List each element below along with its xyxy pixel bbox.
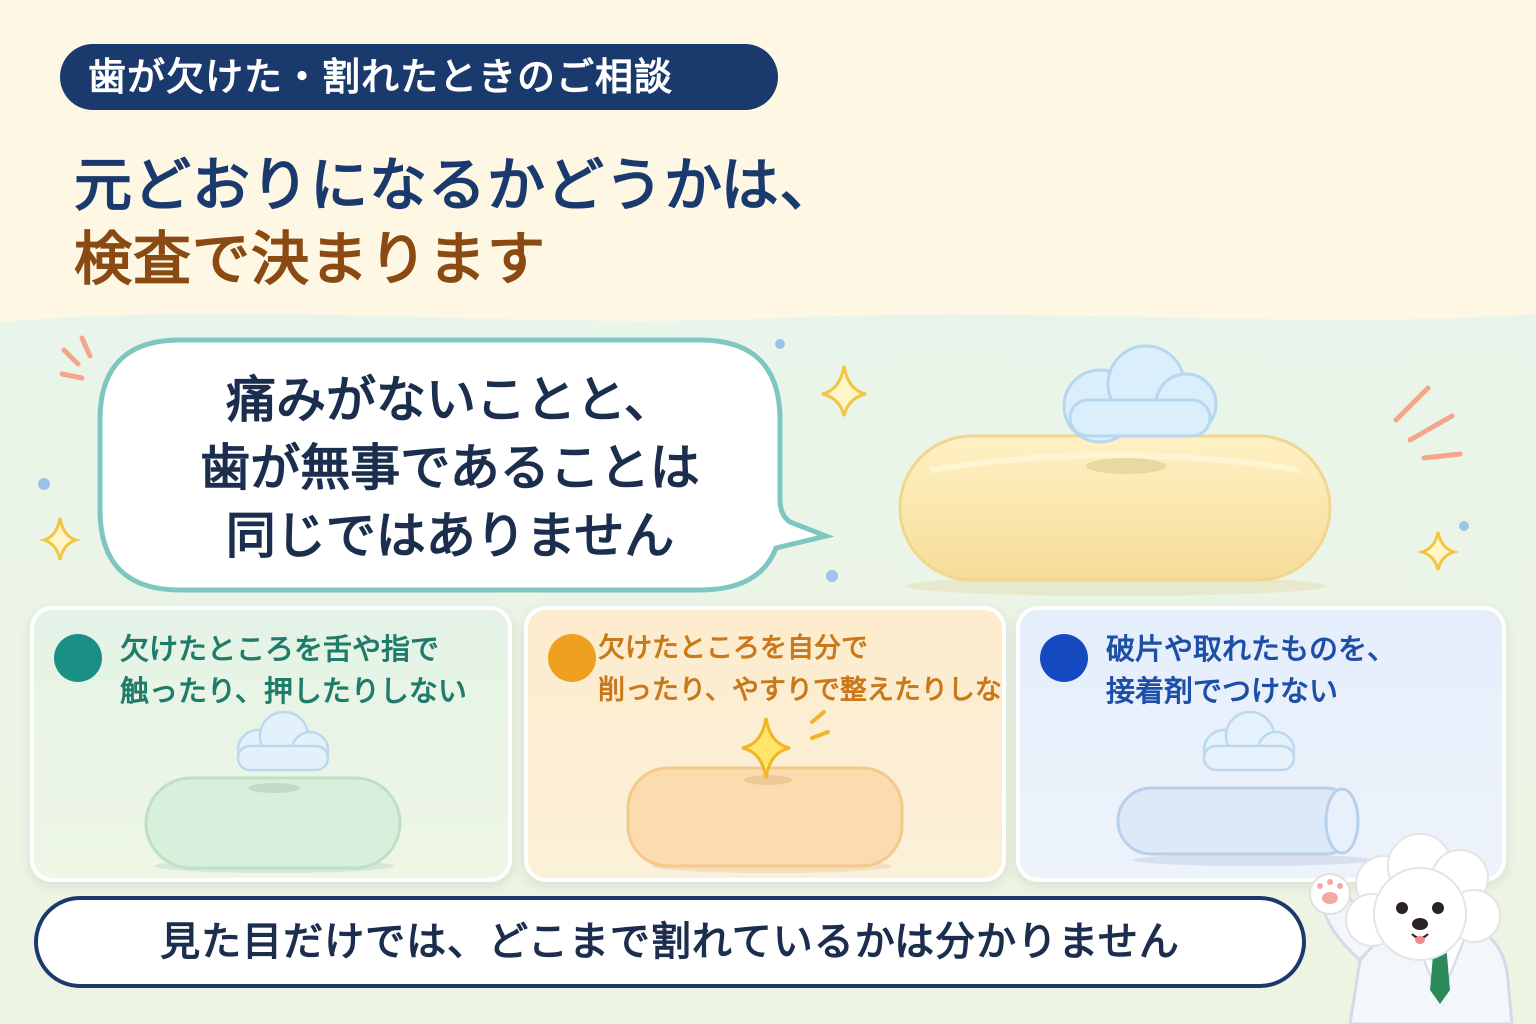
footer-message: 見た目だけでは、どこまで割れているかは分かりません — [34, 896, 1306, 988]
card-label: 欠けたところを自分で 削ったり、やすりで整えたりしない — [598, 633, 1006, 706]
tooth-illustration — [626, 710, 904, 873]
tooth-illustration — [144, 710, 402, 873]
advice-card-glue: 破片や取れたものを、 接着剤でつけない — [1016, 606, 1506, 882]
bullet-dot — [548, 634, 596, 682]
sparkle-icon — [741, 717, 791, 779]
headline-line1: 元どおりになるかどうかは、 — [74, 151, 839, 219]
category-tag: 歯が欠けた・割れたときのご相談 — [60, 44, 778, 110]
card-label: 破片や取れたものを、 接着剤でつけない — [1106, 632, 1397, 708]
bullet-dot — [54, 634, 102, 682]
headline-line2: 検査で決まります — [74, 225, 547, 293]
bubble-message: 痛みがないことと、 歯が無事であることは 同じではありません — [200, 371, 700, 565]
advice-card-file: 欠けたところを自分で 削ったり、やすりで整えたりしない — [524, 606, 1006, 882]
cloud-icon — [1202, 710, 1296, 772]
card-label: 欠けたところを舌や指で 触ったり、押したりしない — [120, 632, 467, 708]
bullet-dot — [1040, 634, 1088, 682]
tooth-illustration — [1116, 710, 1372, 866]
cloud-icon — [236, 710, 330, 772]
advice-card-touch: 欠けたところを舌や指で 触ったり、押したりしない — [30, 606, 512, 882]
